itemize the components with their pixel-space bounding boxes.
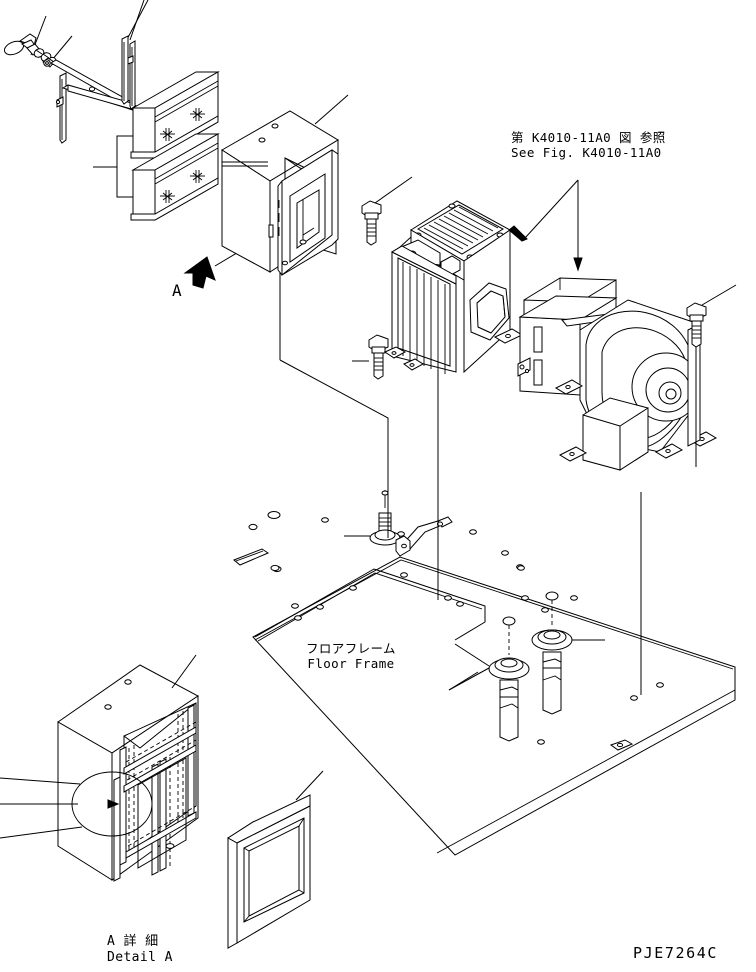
wing-bolt-fastener [3, 33, 57, 66]
rubber-mount-right [531, 591, 605, 715]
floor-frame-label-en: Floor Frame [307, 656, 395, 672]
vertical-rail-post [121, 35, 136, 110]
leader-bracket-filters [93, 135, 133, 198]
plate-slot [233, 548, 270, 566]
leader-floor-frame [448, 671, 479, 691]
detail-a-housing [0, 654, 199, 882]
section-marker-letter: A [172, 281, 183, 300]
hex-flange-bolt-3 [686, 284, 737, 467]
detail-a-frame-panel [227, 770, 324, 949]
cooling-fins [402, 262, 446, 374]
reference-note-en: See Fig. K4010-11A0 [511, 145, 662, 161]
leader-reference-note [573, 180, 583, 272]
clamp-bracket [395, 516, 453, 557]
leader-housing [279, 94, 349, 360]
evaporator-condenser-unit [383, 179, 579, 374]
detail-a-label-en: Detail A [107, 949, 173, 965]
louver-slots [423, 206, 499, 250]
hex-flange-bolt-2 [352, 334, 389, 380]
hex-flange-bolt-4 [344, 490, 401, 546]
hex-flange-bolt-1 [361, 176, 413, 246]
mounting-bracket-arm [50, 59, 141, 144]
blower-motor-assembly [517, 277, 718, 471]
filter-mark [190, 170, 205, 183]
rubber-mount-left [448, 616, 530, 742]
drawing-number: PJE7264C [633, 944, 719, 962]
detail-a-label-ja: A 詳 細 [107, 934, 159, 949]
assembly-leaders [279, 359, 642, 695]
reference-note-ja: 第 K4010-11A0 図 参照 [511, 130, 666, 145]
plate-holes [248, 511, 664, 745]
lower-filter-element [130, 133, 220, 221]
floor-frame-plate [233, 511, 736, 856]
filter-mark [160, 128, 175, 141]
air-conditioner-housing [221, 110, 339, 277]
floor-frame-label-ja: フロアフレーム [306, 641, 396, 656]
filter-mark [160, 190, 175, 203]
upper-filter-element [130, 71, 220, 159]
filter-mark [190, 108, 205, 121]
